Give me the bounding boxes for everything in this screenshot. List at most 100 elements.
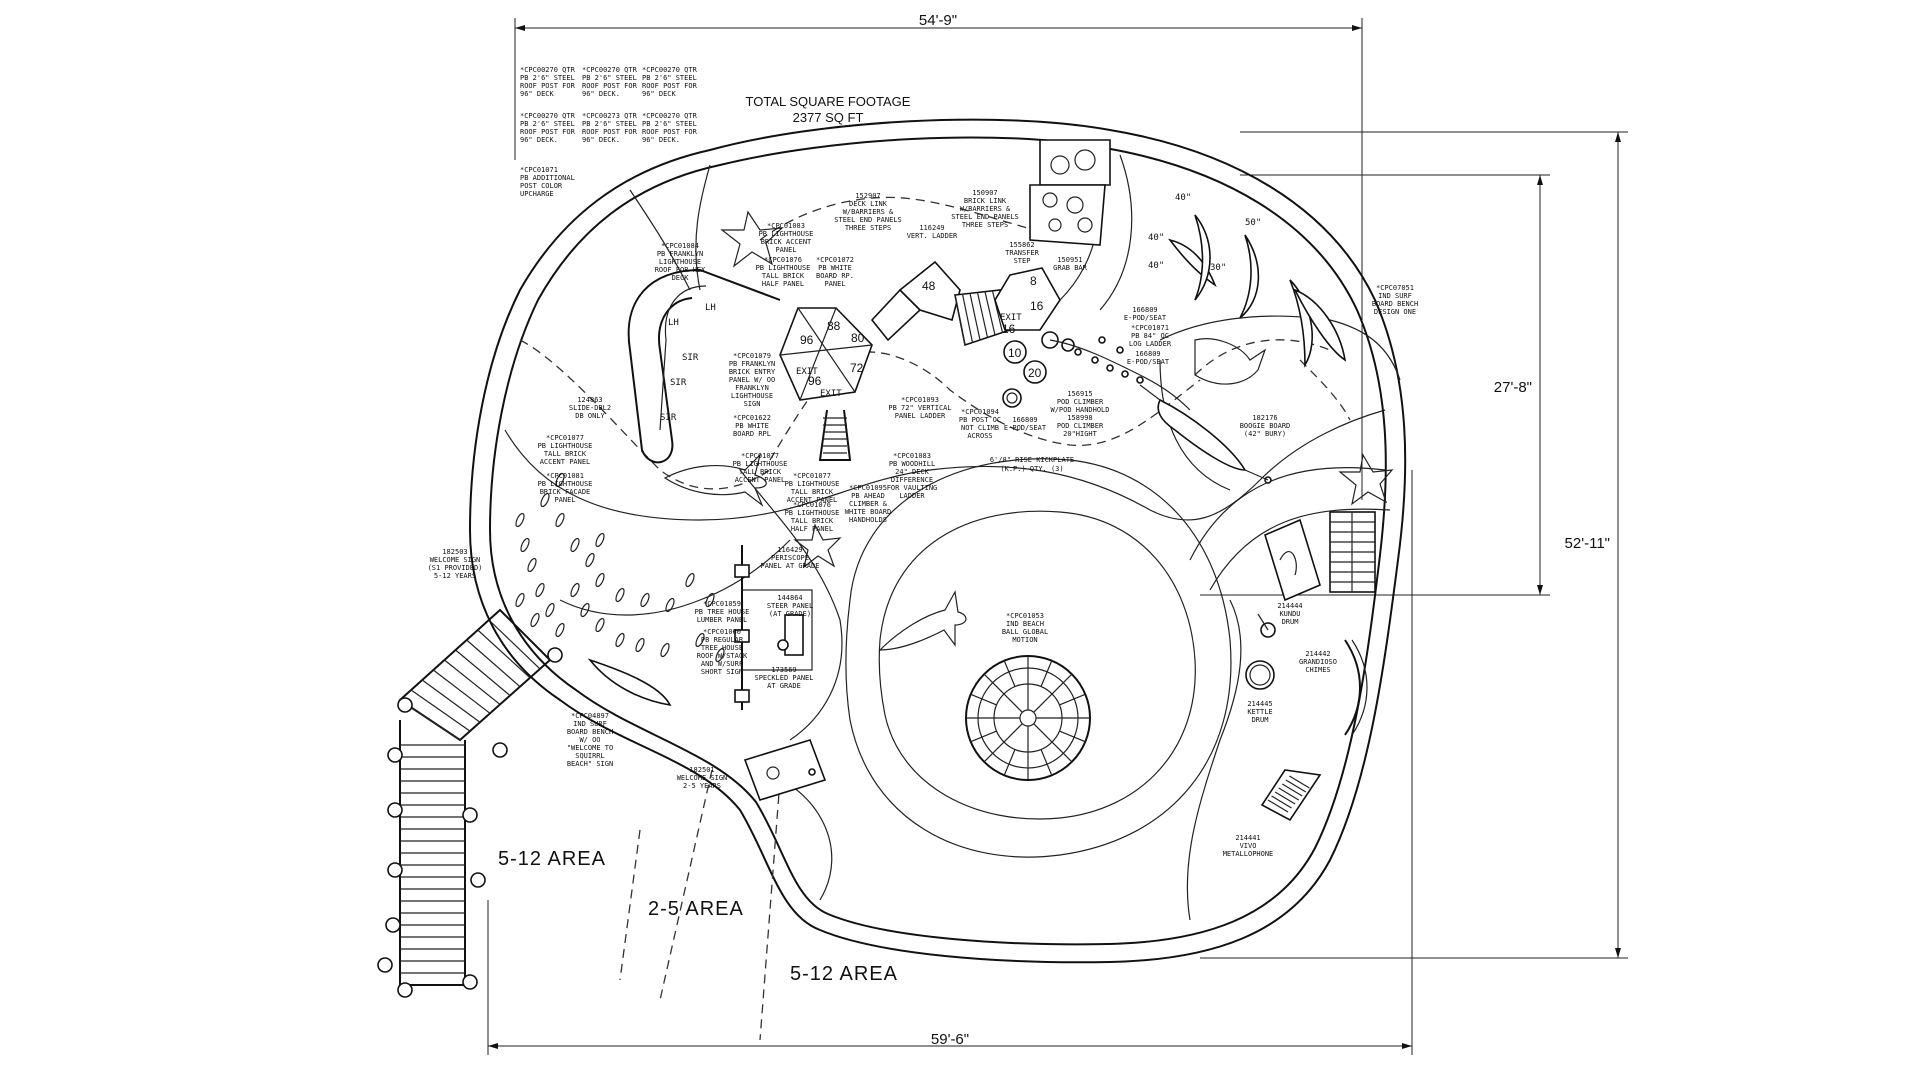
note-white-board-line: PANEL	[824, 280, 845, 288]
pebble-field	[515, 472, 725, 663]
note-treehouse-lumber-line: LUMBER PANEL	[697, 616, 748, 624]
note-beach-ball-line: BALL GLOBAL	[1002, 628, 1048, 636]
shark-icon-2	[878, 590, 967, 651]
note-vertical-ladder-line: *CPC01093	[901, 396, 939, 404]
angle-5: 40"	[1148, 261, 1164, 271]
note-lighthouse-panel-line: LIGHTHOUSE	[731, 392, 773, 400]
note-beach-ball-line: MOTION	[1012, 636, 1037, 644]
note-metallophone-line: METALLOPHONE	[1223, 850, 1274, 858]
note-roof-post-6-line: PB 2'6" STEEL	[642, 120, 697, 128]
note-surf-bench-left-line: "WELCOME TO	[567, 744, 613, 752]
note-not-climb-line: ACROSS	[967, 432, 992, 440]
note-lh-half-line: TALL BRICK	[791, 517, 834, 525]
note-white-board-line: BOARD RP.	[816, 272, 854, 280]
note-welcome-sign-512-line: 182503	[442, 548, 467, 556]
note-kundu-drum-line: KUNDU	[1279, 610, 1300, 618]
note-white-rpl-line: BOARD RPL	[733, 430, 771, 438]
note-brick-link-line: W/BARRIERS &	[960, 205, 1011, 213]
note-roof-post-5-line: ROOF POST FOR	[582, 128, 638, 136]
note-roof-post-3-line: *CPC00270 QTR	[642, 66, 698, 74]
bottom-width-label: 59'-6"	[931, 1031, 969, 1048]
starfish-icon-1	[720, 210, 784, 268]
note-post-color-line: UPCHARGE	[520, 190, 554, 198]
total-footage-value: 2377 SQ FT	[793, 110, 864, 125]
dimension-top: 54'-9"	[514, 12, 1363, 500]
note-brick-link-line: BRICK LINK	[964, 197, 1007, 205]
note-lighthouse-panel-line: PB FRANKLYN	[729, 360, 775, 368]
pod-climbers: 10 20	[1002, 331, 1191, 411]
note-white-rpl-line: PB WHITE	[735, 422, 769, 430]
double-slide: LH LH SIR SIR SIR	[627, 268, 781, 464]
entry-ladder	[818, 409, 852, 461]
note-not-climb-line: PB POST OC	[959, 416, 1001, 424]
pod-10: 10	[1008, 346, 1022, 360]
note-lighthouse-roof-line: *CPC01084	[661, 242, 699, 250]
deck-height-48: 48	[922, 279, 936, 293]
note-surf-bench-right-line: DESIGN ONE	[1374, 308, 1416, 316]
exit-label-1: EXIT	[796, 367, 818, 377]
note-roof-post-6-line: ROOF POST FOR	[642, 128, 698, 136]
note-boogie-board-line: 182176	[1252, 414, 1277, 422]
angle-2: 40"	[1175, 193, 1191, 203]
exit-label-2: EXIT	[820, 389, 842, 399]
note-kundu-drum-line: 214444	[1277, 602, 1302, 610]
angle-1: 40"	[1148, 233, 1164, 243]
note-ladder-84-line: LOG LADDER	[1129, 340, 1172, 348]
note-brick-link-line: 150907	[972, 189, 997, 197]
note-kickplate: 6'/8" RISE KICKPLATE(K.P.) QTY. (3)	[990, 456, 1074, 473]
note-treehouse-roof-line: PB REGULAR	[701, 636, 744, 644]
note-ramp-ladder-line: DIFFERENCE	[891, 476, 933, 484]
pod-20: 20	[1028, 366, 1042, 380]
note-lighthouse-panel-line: FRANKLYN	[735, 384, 769, 392]
note-welcome-sign-25-line: WELCOME SIGN	[677, 774, 728, 782]
slide-label-sir-3: SIR	[660, 413, 677, 423]
treehouse-structure	[734, 545, 813, 710]
note-climber-handholds-line: PB AHEAD	[851, 492, 885, 500]
note-lh-accent-left-line: TALL BRICK	[544, 450, 587, 458]
note-surf-bench-left-line: IND SURF	[573, 720, 607, 728]
note-roof-post-5-line: PB 2'6" STEEL	[582, 120, 637, 128]
surf-bench-left	[587, 658, 672, 707]
note-lighthouse-roof-line: DECK	[672, 274, 690, 282]
note-lighthouse-tall-line: PB LIGHTHOUSE	[756, 264, 811, 272]
note-deck-link-line: STEEL END PANELS	[834, 216, 901, 224]
note-pod-seat-right-line: 166809	[1132, 306, 1157, 314]
zone-dashes	[519, 196, 1351, 1041]
note-not-climb-line: NOT CLIMB	[961, 424, 999, 432]
angle-3: 50"	[1245, 218, 1261, 228]
note-kickplate-line: 6'/8" RISE KICKPLATE	[990, 456, 1074, 464]
note-kettle-drum-line: KETTLE	[1247, 708, 1272, 716]
note-lh-accent-mid-line: PB LIGHTHOUSE	[733, 460, 788, 468]
note-lh-accent-mid-line: TALL BRICK	[739, 468, 782, 476]
note-slide-dbl-line: DB ONLY	[575, 412, 605, 420]
note-lighthouse-brick-line: *CPC01083	[767, 222, 805, 230]
note-kundu-drum-line: DRUM	[1282, 618, 1299, 626]
angle-4: 30"	[1210, 263, 1226, 273]
note-roof-post-1-line: *CPC00270 QTR	[520, 66, 576, 74]
note-lighthouse-tall-line: TALL BRICK	[762, 272, 805, 280]
note-pod-climber-hand-line: 156915	[1067, 390, 1092, 398]
note-boogie-board-line: (42" BURY)	[1244, 430, 1286, 438]
note-roof-post-4-line: PB 2'6" STEEL	[520, 120, 575, 128]
note-deck-link-line: W/BARRIERS &	[843, 208, 894, 216]
note-speckled-panel-line: AT GRADE	[767, 682, 801, 690]
note-deck-link-line: DECK LINK	[849, 200, 888, 208]
note-slide-dbl-line: 124863	[577, 396, 602, 404]
note-beach-ball-line: *CPC01053	[1006, 612, 1044, 620]
note-climber-handholds-line: *CPC01095	[849, 484, 887, 492]
